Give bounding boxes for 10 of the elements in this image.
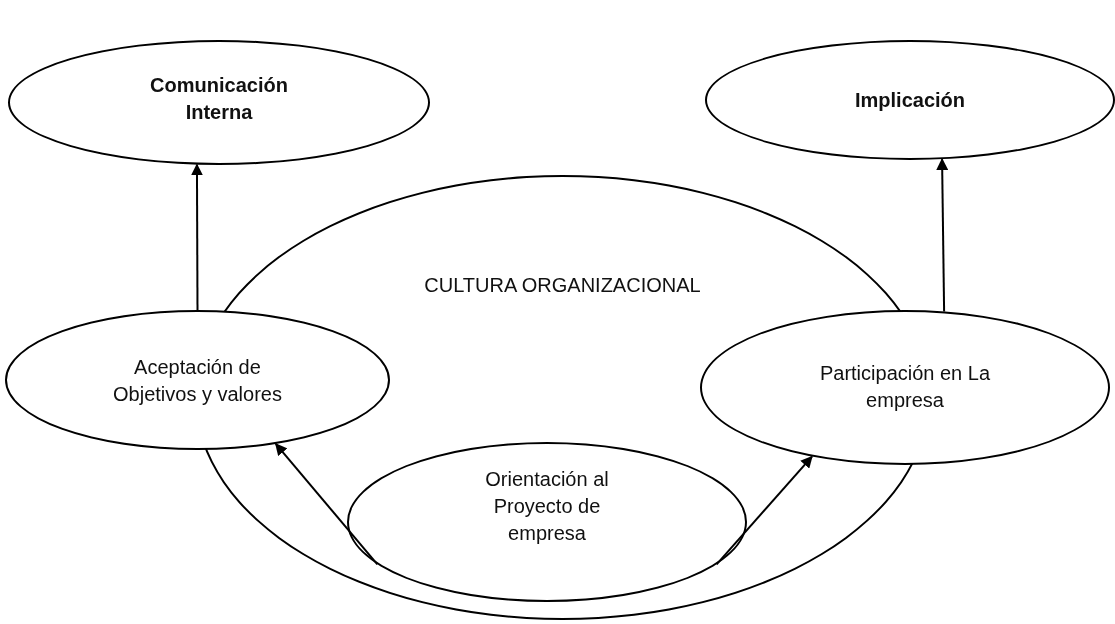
node-label: Orientación al Proyecto de empresa — [484, 467, 610, 546]
node-label: Aceptación de Objetivos y valores — [112, 355, 283, 407]
node-label: Comunicación Interna — [149, 73, 289, 125]
node-label: Implicación — [855, 88, 965, 113]
arrow — [715, 455, 813, 566]
node-label: Participación en La empresa — [818, 361, 992, 413]
node-label: CULTURA ORGANIZACIONAL — [424, 273, 701, 298]
arrow — [936, 158, 949, 313]
arrow — [274, 442, 379, 566]
arrow — [191, 163, 203, 311]
